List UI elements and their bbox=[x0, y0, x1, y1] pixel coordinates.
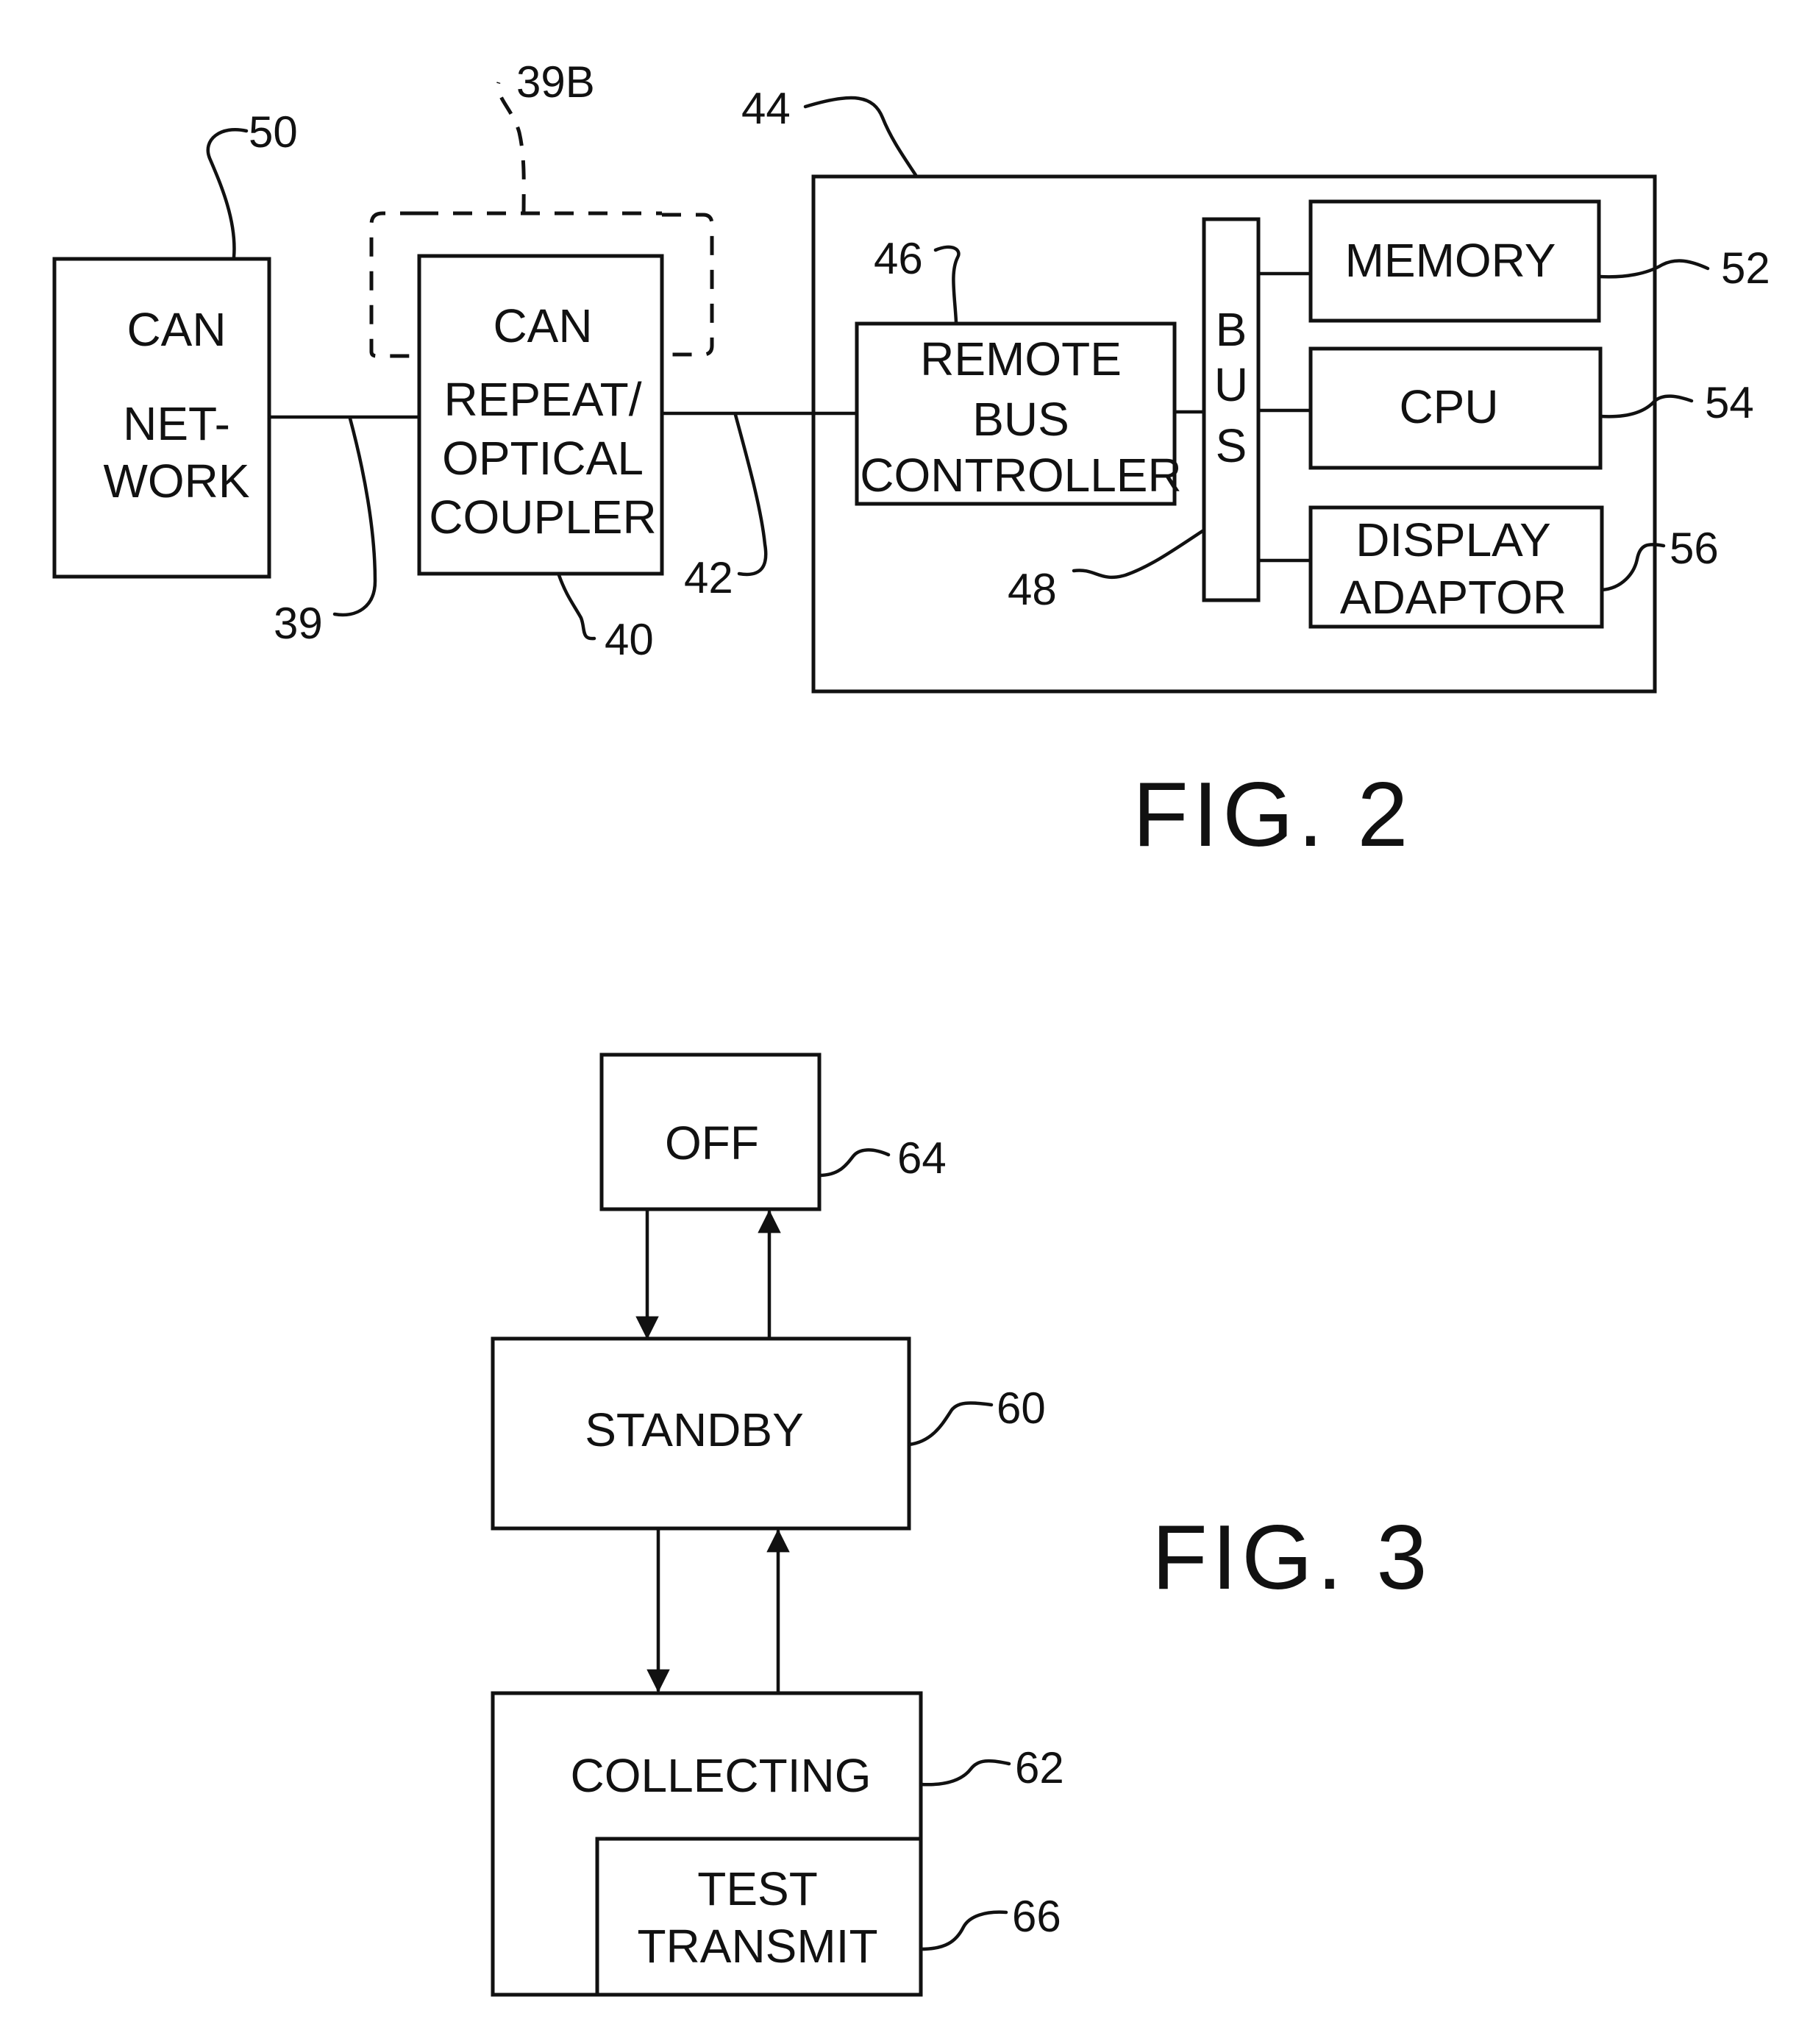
link-42-ref: 42 bbox=[684, 553, 733, 602]
fig2-title: FIG. 2 bbox=[1133, 764, 1413, 866]
link-39-ref: 39 bbox=[274, 599, 323, 648]
display-adaptor-label-2: ADAPTOR bbox=[1340, 571, 1567, 624]
repeater-label-3: OPTICAL bbox=[442, 432, 644, 485]
test-transmit-label-1: TEST bbox=[697, 1862, 818, 1915]
bus-letter-3: S bbox=[1216, 419, 1247, 472]
memory-block: MEMORY 52 bbox=[1311, 202, 1770, 321]
memory-ref: 52 bbox=[1721, 243, 1770, 293]
remote-bus-controller-leader bbox=[936, 247, 958, 322]
cpu-label: CPU bbox=[1399, 380, 1498, 433]
collecting-state-label: COLLECTING bbox=[571, 1749, 872, 1802]
bus-leader bbox=[1074, 531, 1202, 577]
off-state-ref: 64 bbox=[897, 1133, 947, 1183]
fig2: CAN NET- WORK 50 39 39B CAN REPEAT/ OPTI… bbox=[54, 57, 1770, 866]
bus-letter-2: U bbox=[1214, 358, 1248, 411]
standby-state-leader bbox=[909, 1403, 991, 1445]
remote-bus-controller-ref: 46 bbox=[874, 234, 923, 283]
standby-state-block: STANDBY 60 bbox=[493, 1339, 1046, 1528]
dashed-enclosure-right bbox=[662, 215, 712, 355]
dashed-enclosure-left bbox=[371, 213, 419, 356]
bus-letter-1: B bbox=[1216, 303, 1247, 356]
memory-label: MEMORY bbox=[1345, 234, 1556, 287]
fig3: OFF 64 STANDBY 60 COLLECTING 62 TEST bbox=[493, 1055, 1432, 1995]
off-state-leader bbox=[819, 1150, 888, 1175]
display-adaptor-block: DISPLAY ADAPTOR 56 bbox=[1311, 508, 1719, 627]
can-network-label-2: NET- bbox=[123, 397, 230, 450]
repeater-label-1: CAN bbox=[493, 299, 592, 352]
can-network-label-1: CAN bbox=[127, 303, 226, 356]
repeater-leader bbox=[559, 575, 594, 638]
standby-state-ref: 60 bbox=[997, 1384, 1046, 1433]
repeater-label-2: REPEAT/ bbox=[443, 373, 641, 426]
bus-ref: 48 bbox=[1008, 565, 1057, 614]
dashed-enclosure-ref: 39B bbox=[516, 57, 595, 107]
cpu-ref: 54 bbox=[1705, 378, 1754, 427]
computer-ref: 44 bbox=[741, 84, 791, 133]
collecting-state-leader bbox=[921, 1761, 1009, 1784]
cpu-block: CPU 54 bbox=[1311, 349, 1754, 468]
remote-bus-controller-label-3: CONTROLLER bbox=[860, 449, 1181, 502]
remote-bus-controller-label-2: BUS bbox=[972, 393, 1069, 446]
standby-state-label: STANDBY bbox=[585, 1403, 804, 1456]
link-42-leader bbox=[735, 415, 766, 574]
test-transmit-leader bbox=[921, 1912, 1006, 1949]
link-39-leader bbox=[335, 419, 375, 615]
can-network-ref: 50 bbox=[249, 107, 298, 157]
collecting-state-ref: 62 bbox=[1015, 1743, 1064, 1792]
repeater-label-4: COUPLER bbox=[429, 491, 656, 544]
fig3-title: FIG. 3 bbox=[1152, 1507, 1432, 1609]
can-network-leader bbox=[208, 129, 246, 257]
cpu-leader bbox=[1600, 396, 1692, 417]
computer-leader bbox=[805, 98, 916, 175]
display-adaptor-ref: 56 bbox=[1670, 524, 1719, 573]
remote-bus-controller-block: REMOTE BUS CONTROLLER 46 bbox=[857, 234, 1182, 504]
display-adaptor-label-1: DISPLAY bbox=[1355, 513, 1551, 566]
test-transmit-label-2: TRANSMIT bbox=[637, 1920, 877, 1973]
off-state-label: OFF bbox=[665, 1117, 759, 1169]
off-state-block: OFF 64 bbox=[602, 1055, 947, 1209]
can-network-label-3: WORK bbox=[103, 455, 249, 508]
repeater-ref: 40 bbox=[605, 615, 654, 664]
test-transmit-block: TEST TRANSMIT 66 bbox=[597, 1839, 1061, 1995]
repeater-block: CAN REPEAT/ OPTICAL COUPLER 40 bbox=[419, 256, 662, 664]
test-transmit-ref: 66 bbox=[1012, 1892, 1061, 1941]
remote-bus-controller-label-1: REMOTE bbox=[920, 332, 1122, 385]
can-network-block: CAN NET- WORK 50 bbox=[54, 107, 298, 577]
